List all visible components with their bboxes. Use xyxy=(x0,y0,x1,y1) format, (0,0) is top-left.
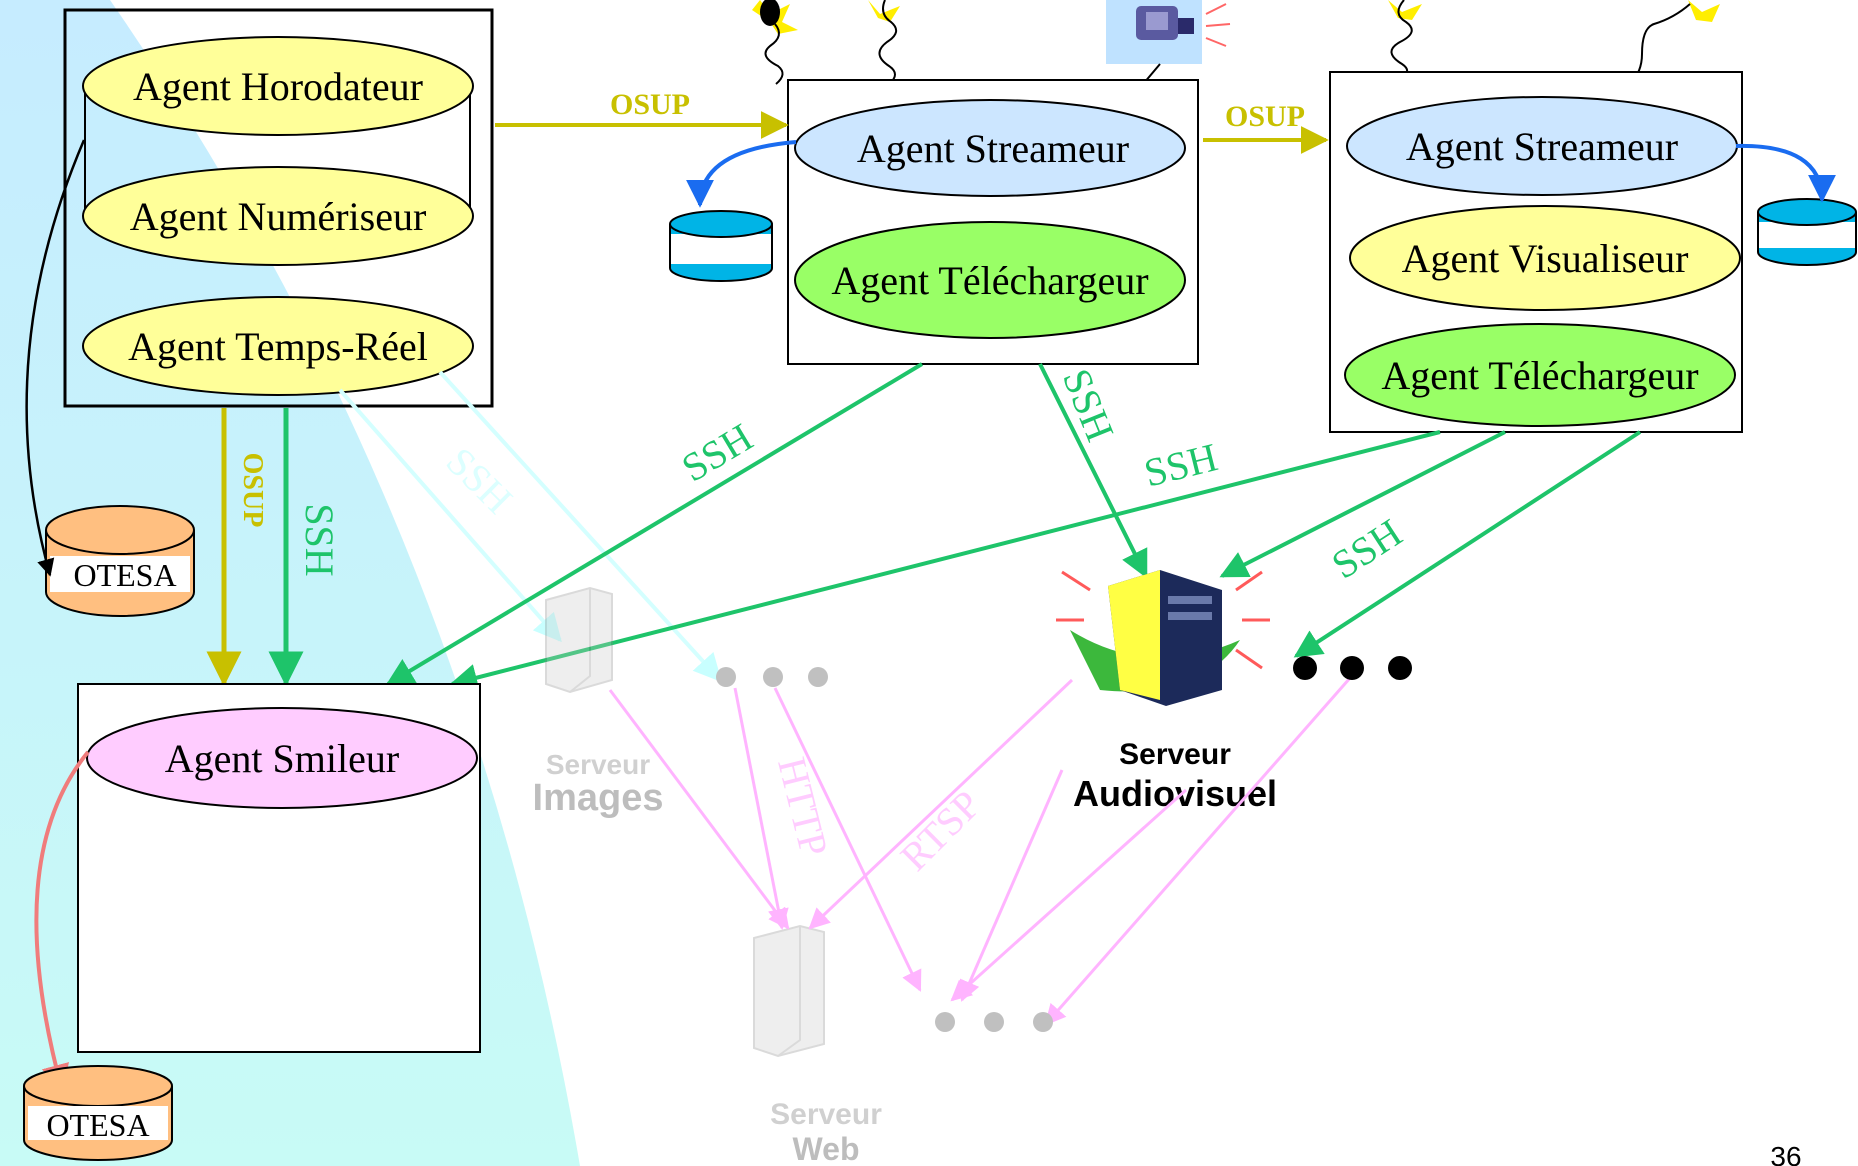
agent-label: Agent Temps-Réel xyxy=(128,324,428,369)
database-otesa-top: OTESA xyxy=(46,506,194,616)
ellipsis-dots-icon xyxy=(1293,656,1412,680)
server-icon xyxy=(1056,570,1270,706)
osup-label-2: OSUP xyxy=(1225,100,1305,133)
agent-streameur-2[interactable]: Agent Streameur xyxy=(1347,97,1737,195)
agent-label: Agent Horodateur xyxy=(133,64,423,109)
ellipsis-dots-icon xyxy=(935,1012,1053,1032)
database-otesa-bottom: OTESA xyxy=(24,1066,172,1160)
database-label: OTESA xyxy=(73,557,176,593)
database-label: OTESA xyxy=(46,1107,149,1143)
server-audiovisuel-line2: Audiovisuel xyxy=(1073,773,1277,814)
agent-label: Agent Téléchargeur xyxy=(1381,353,1698,398)
ssh-label-1: SSH xyxy=(674,414,760,490)
rtsp-arrow-3 xyxy=(952,790,1186,1000)
ssh-label-vertical: SSH xyxy=(297,503,342,576)
agent-smileur[interactable]: Agent Smileur xyxy=(87,708,477,808)
blue-arrow-store-2 xyxy=(1736,146,1822,200)
ssh-arrow-1 xyxy=(388,364,922,684)
database-icon xyxy=(1758,199,1856,265)
server-images-line1: Serveur xyxy=(546,749,650,780)
ssh-label-4: SSH xyxy=(1324,510,1410,588)
http-label: HTTP xyxy=(769,753,837,861)
rtsp-arrow-4 xyxy=(1046,678,1350,1024)
agent-label: Agent Visualiseur xyxy=(1402,236,1689,281)
ssh-label-faded: SSH xyxy=(438,439,522,523)
agent-label: Agent Streameur xyxy=(857,126,1129,171)
agent-temps-reel[interactable]: Agent Temps-Réel xyxy=(83,297,473,395)
server-icon xyxy=(546,588,612,692)
ssh-label-2: SSH xyxy=(1054,362,1123,447)
agent-label: Agent Téléchargeur xyxy=(831,258,1148,303)
microphone-icon xyxy=(868,0,900,84)
server-web-line2: Web xyxy=(793,1131,860,1166)
osup-label-vertical: OSUP xyxy=(237,453,268,528)
page-number: 36 xyxy=(1770,1141,1801,1166)
microphone-icon xyxy=(1388,0,1422,80)
blue-arrow-store-1 xyxy=(700,142,796,205)
http-arrow-2 xyxy=(735,688,782,928)
server-icon xyxy=(754,926,824,1056)
agent-numeriseur[interactable]: Agent Numériseur xyxy=(83,167,473,265)
server-web-line1: Serveur xyxy=(770,1098,882,1131)
database-icon xyxy=(670,211,772,281)
agent-label: Agent Streameur xyxy=(1406,124,1678,169)
agent-telechargeur-1[interactable]: Agent Téléchargeur xyxy=(795,222,1185,338)
agent-label: Agent Smileur xyxy=(165,736,399,781)
agent-telechargeur-2[interactable]: Agent Téléchargeur xyxy=(1345,324,1735,426)
server-images-line2: Images xyxy=(533,777,664,819)
agent-horodateur[interactable]: Agent Horodateur xyxy=(83,37,473,135)
rtsp-label: RTSP xyxy=(892,782,990,880)
osup-label-1: OSUP xyxy=(610,88,690,121)
server-audiovisuel-line1: Serveur xyxy=(1119,738,1231,771)
agent-visualiseur[interactable]: Agent Visualiseur xyxy=(1350,206,1740,310)
ssh-label-3: SSH xyxy=(1140,434,1222,495)
agent-streameur-1[interactable]: Agent Streameur xyxy=(795,100,1185,196)
ellipsis-dots-icon xyxy=(716,667,828,687)
agent-label: Agent Numériseur xyxy=(130,194,427,239)
microphone-icon xyxy=(752,0,798,84)
